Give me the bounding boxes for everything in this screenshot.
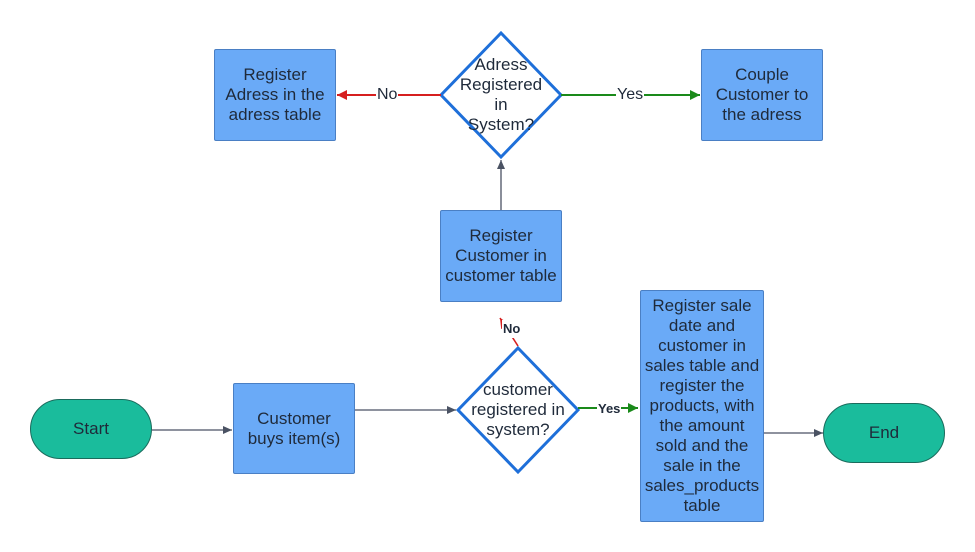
- edge-label-adress-yes: Yes: [616, 86, 645, 104]
- adress-registered-decision-label: Adress Registered in System?: [459, 55, 543, 134]
- register-customer-process: Register Customer in customer table: [440, 210, 562, 302]
- register-sale-process: Register sale date and customer in sales…: [640, 290, 764, 522]
- start-terminal: Start: [30, 399, 152, 459]
- edge-label-customer-no: No: [502, 320, 522, 338]
- end-terminal: End: [823, 403, 945, 463]
- decision-customer-registered-shape: [455, 345, 581, 475]
- register-adress-process: Register Adress in the adress table: [214, 49, 336, 141]
- edge-label-customer-yes: Yes: [597, 400, 622, 418]
- edge-label-adress-no: No: [376, 86, 399, 104]
- customer-buys-process: Customer buys item(s): [233, 383, 355, 474]
- decision-adress-registered-shape: [438, 30, 564, 160]
- customer-registered-decision-label: customer registered in system?: [471, 380, 565, 439]
- couple-customer-process: Couple Customer to the adress: [701, 49, 823, 141]
